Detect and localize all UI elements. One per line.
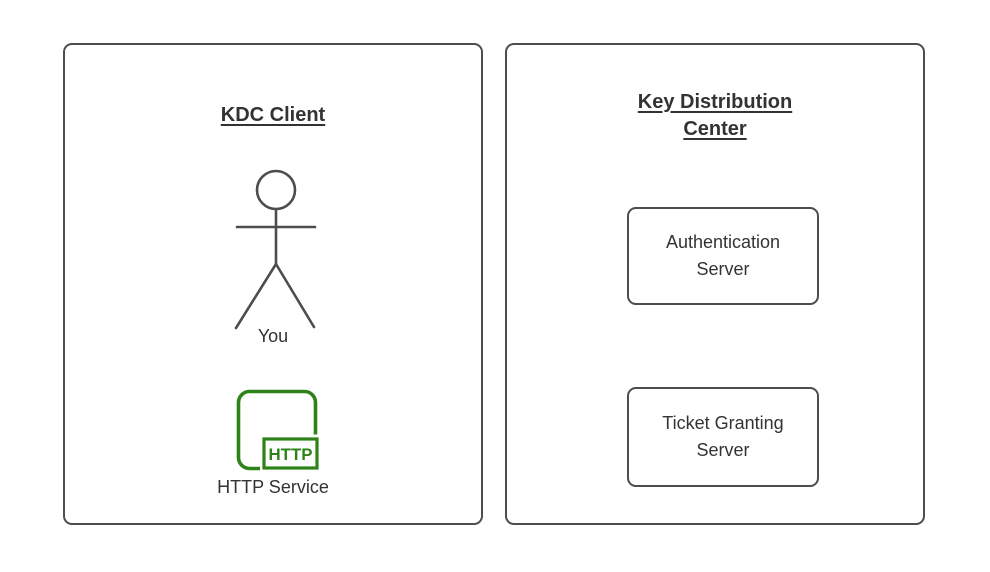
- person-icon: [234, 169, 317, 330]
- ticket-granting-server-box: Ticket Granting Server: [627, 387, 819, 487]
- key-distribution-center-panel: Key Distribution Center Authentication S…: [505, 43, 925, 525]
- kdc-client-panel: KDC Client You HTTP HTTP Service: [63, 43, 483, 525]
- http-service-label: HTTP Service: [217, 477, 329, 497]
- http-service-icon: HTTP: [236, 389, 323, 473]
- authentication-server-label: Authentication Server: [665, 232, 781, 279]
- kdc-client-title: KDC Client: [220, 104, 326, 126]
- authentication-server-box: Authentication Server: [627, 207, 819, 305]
- key-distribution-center-title: Key Distribution Center: [637, 91, 793, 140]
- ticket-granting-server-label: Ticket Granting Server: [662, 413, 784, 460]
- actor-label: You: [257, 326, 289, 346]
- http-icon-text: HTTP: [269, 445, 313, 464]
